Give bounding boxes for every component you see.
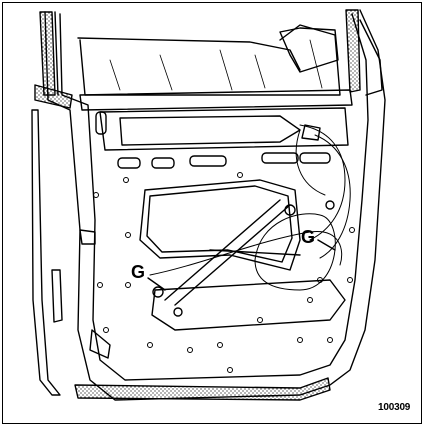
- sill-seal: [34, 84, 73, 109]
- door-inner-edge: [59, 13, 369, 381]
- callout-g-right: G: [301, 227, 316, 247]
- hinge-lower: [51, 269, 63, 323]
- window-glass: [79, 24, 341, 96]
- regulator-arm: [209, 249, 301, 256]
- callout-g-left: G: [131, 262, 146, 282]
- lock-cable: [299, 124, 346, 241]
- inner-recess: [119, 115, 301, 146]
- lock-bracket: [301, 124, 321, 141]
- lower-opening: [151, 279, 346, 331]
- g-left-leader: [147, 277, 166, 291]
- cable-loop: [295, 129, 326, 196]
- figure-reference-code: 100309: [378, 402, 411, 413]
- access-slot-5: [299, 152, 331, 164]
- waist-rail: [79, 89, 353, 111]
- glass-hatch: [109, 39, 323, 91]
- window-cable-2: [254, 213, 336, 291]
- clip-3: [152, 286, 164, 298]
- access-slot-4: [261, 152, 299, 164]
- clip-1: [284, 204, 296, 216]
- rear-pillar-seal: [345, 9, 361, 93]
- front-pillar-strip: [54, 11, 59, 96]
- main-opening-inner: [146, 185, 293, 263]
- front-pillar-seal: [39, 11, 56, 96]
- g-right-leader: [317, 239, 336, 251]
- inner-panel-top: [99, 107, 349, 151]
- access-slot-3: [189, 155, 227, 167]
- clip-2: [325, 200, 335, 210]
- clip-4: [173, 307, 183, 317]
- access-slot-1: [117, 157, 141, 169]
- access-slot-2: [151, 157, 175, 169]
- main-opening: [139, 179, 301, 271]
- lock-cable-2: [314, 134, 351, 259]
- hinge-upper: [79, 229, 96, 245]
- fixing-holes: [93, 172, 355, 373]
- check-strap: [89, 329, 111, 359]
- regulator-rail-2: [174, 204, 291, 306]
- window-cable-1: [149, 231, 343, 276]
- window-top-rail: [77, 37, 301, 71]
- bottom-seal: [74, 377, 331, 401]
- mirror-sail: [279, 27, 339, 73]
- rear-pillar-mirror: [359, 19, 383, 96]
- front-edge-seal: [31, 109, 61, 396]
- handle-slot: [95, 111, 107, 135]
